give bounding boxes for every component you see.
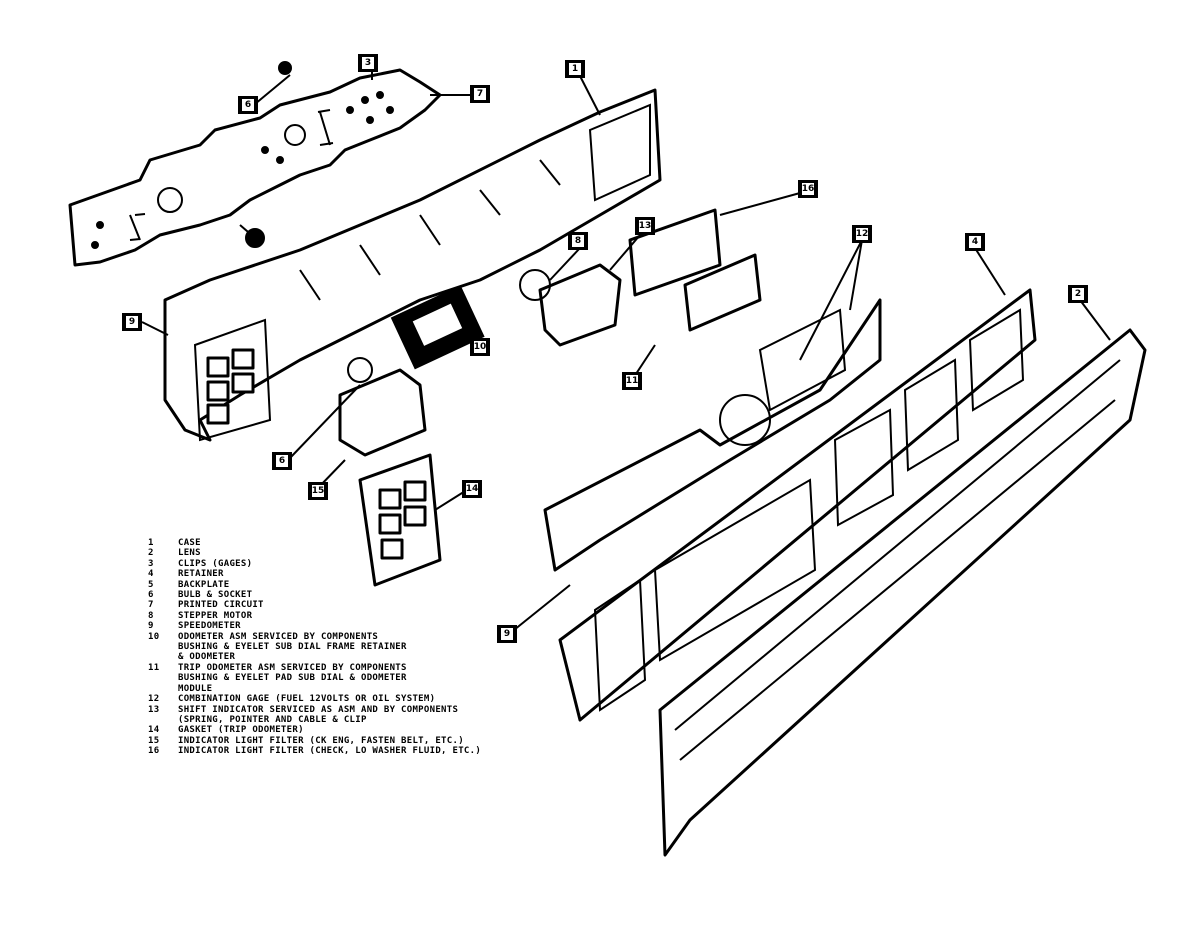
svg-text:3: 3 — [365, 58, 371, 68]
legend-item: 10 ODOMETER ASM SERVICED BY COMPONENTS BU… — [148, 632, 608, 663]
legend-number: 14 — [148, 725, 160, 736]
svg-text:4: 4 — [972, 237, 978, 247]
legend-description: SPEEDOMETER — [178, 621, 241, 632]
stepper-motor — [519, 263, 622, 347]
legend-description: GASKET (TRIP ODOMETER) — [178, 725, 304, 736]
legend-number: 7 — [148, 600, 154, 611]
legend-number: 15 — [148, 735, 160, 746]
retainer — [558, 288, 1037, 722]
case — [163, 88, 662, 442]
callout-16: 16 — [798, 180, 818, 198]
legend-number: 13 — [148, 704, 160, 715]
legend-description: TRIP ODOMETER ASM SERVICED BY COMPONENTS… — [178, 662, 407, 694]
legend-item: 1 CASE — [148, 538, 608, 548]
legend-description: BACKPLATE — [178, 579, 230, 590]
svg-text:13: 13 — [639, 221, 652, 231]
legend-item: 5 BACKPLATE — [148, 580, 608, 590]
legend-number: 2 — [148, 548, 154, 559]
svg-text:15: 15 — [312, 486, 325, 496]
legend-description: COMBINATION GAGE (FUEL 12VOLTS OR OIL SY… — [178, 694, 436, 705]
callout-4: 4 — [965, 233, 985, 251]
callout-12: 12 — [852, 225, 872, 243]
callout-9-left: 9 — [122, 313, 142, 331]
legend-number: 10 — [148, 631, 160, 642]
callout-10: 10 — [470, 338, 490, 356]
legend-number: 8 — [148, 610, 154, 621]
legend-number: 3 — [148, 558, 154, 569]
callout-7: 7 — [470, 85, 490, 103]
legend-description: SHIFT INDICATOR SERVICED AS ASM AND BY C… — [178, 704, 459, 725]
indicator-light-filter-15 — [628, 208, 722, 297]
gasket — [358, 453, 442, 587]
legend-number: 9 — [148, 621, 154, 632]
printed-circuit — [68, 61, 442, 267]
legend-description: STEPPER MOTOR — [178, 610, 253, 621]
callout-9-bottom: 9 — [497, 625, 517, 643]
legend-item: 12 COMBINATION GAGE (FUEL 12VOLTS OR OIL … — [148, 694, 608, 704]
svg-text:11: 11 — [626, 376, 639, 386]
callout-1: 1 — [565, 60, 585, 78]
legend-number: 12 — [148, 694, 160, 705]
svg-text:12: 12 — [856, 229, 869, 239]
callout-15: 15 — [308, 482, 328, 500]
legend-number: 6 — [148, 590, 154, 601]
legend-item: 15 INDICATOR LIGHT FILTER (CK ENG, FASTEN… — [148, 736, 608, 746]
legend-description: CLIPS (GAGES) — [178, 558, 253, 569]
legend-item: 13 SHIFT INDICATOR SERVICED AS ASM AND BY… — [148, 705, 608, 726]
legend-item: 8 STEPPER MOTOR — [148, 611, 608, 621]
legend-item: 2 LENS — [148, 548, 608, 558]
parts-legend: 1 CASE 2 LENS 3 CLIPS (GAGES) 4 RETAINER 5 BACKPL… — [148, 538, 608, 757]
legend-number: 4 — [148, 569, 154, 580]
legend-number: 11 — [148, 662, 160, 673]
legend-item: 14 GASKET (TRIP ODOMETER) — [148, 725, 608, 735]
svg-text:16: 16 — [802, 184, 815, 194]
legend-item: 4 RETAINER — [148, 569, 608, 579]
svg-text:9: 9 — [504, 629, 510, 639]
legend-number: 16 — [148, 746, 160, 757]
callout-6-top: 6 — [238, 96, 258, 114]
legend-item: 16 INDICATOR LIGHT FILTER (CHECK, LO WASH… — [148, 746, 608, 756]
speedometer — [338, 357, 427, 457]
legend-description: CASE — [178, 538, 201, 548]
callout-2: 2 — [1068, 285, 1088, 303]
legend-description: BULB & SOCKET — [178, 590, 253, 601]
legend-item: 9 SPEEDOMETER — [148, 621, 608, 631]
callout-8: 8 — [568, 232, 588, 250]
svg-text:9: 9 — [129, 317, 135, 327]
legend-description: INDICATOR LIGHT FILTER (CHECK, LO WASHER… — [178, 746, 482, 757]
callout-13: 13 — [635, 217, 655, 235]
callout-14: 14 — [462, 480, 482, 498]
legend-item: 11 TRIP ODOMETER ASM SERVICED BY COMPONEN… — [148, 663, 608, 694]
svg-text:14: 14 — [466, 484, 479, 494]
legend-item: 6 BULB & SOCKET — [148, 590, 608, 600]
callout-6-bottom: 6 — [272, 452, 292, 470]
legend-item: 7 PRINTED CIRCUIT — [148, 600, 608, 610]
legend-number: 1 — [148, 538, 154, 548]
legend-description: RETAINER — [178, 569, 224, 580]
legend-number: 5 — [148, 579, 154, 590]
legend-description: PRINTED CIRCUIT — [178, 600, 264, 611]
callout-11: 11 — [622, 372, 642, 390]
svg-text:6: 6 — [279, 456, 285, 466]
svg-text:8: 8 — [575, 236, 581, 246]
svg-text:1: 1 — [572, 64, 578, 74]
legend-description: LENS — [178, 548, 201, 559]
legend-description: INDICATOR LIGHT FILTER (CK ENG, FASTEN B… — [178, 735, 464, 746]
svg-text:6: 6 — [245, 100, 251, 110]
legend-item: 3 CLIPS (GAGES) — [148, 559, 608, 569]
callout-3: 3 — [358, 54, 378, 72]
svg-text:2: 2 — [1075, 289, 1081, 299]
lens — [658, 328, 1147, 857]
legend-description: ODOMETER ASM SERVICED BY COMPONENTS BUSH… — [178, 631, 407, 663]
svg-text:7: 7 — [477, 89, 483, 99]
svg-text:10: 10 — [474, 342, 487, 352]
backplate — [543, 298, 882, 572]
indicator-light-filter-16 — [683, 253, 762, 332]
